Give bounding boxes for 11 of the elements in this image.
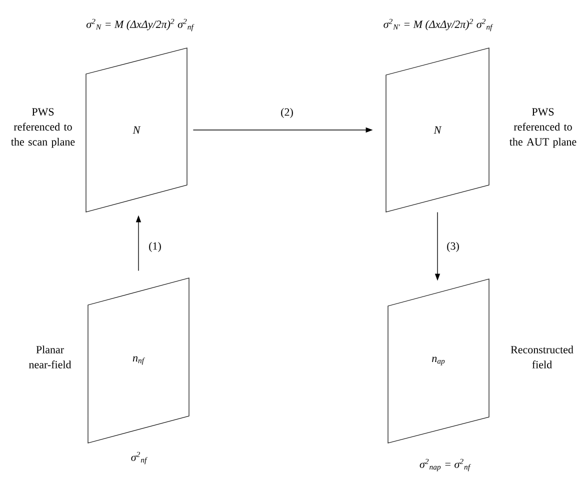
side-label: PWS referenced to the AUT plane — [510, 108, 576, 148]
parallelogram-panel: N — [386, 48, 490, 212]
parallelogram-panel: n$_{ap}$ — [388, 278, 490, 444]
side-label: Reconstructed field — [510, 346, 574, 368]
side-label: Planar near-field — [29, 346, 72, 368]
parallelogram-panel: N — [86, 48, 188, 212]
edge-label: (3) — [446, 241, 460, 253]
side-label: PWS referenced to the scan plane — [11, 108, 75, 148]
parallelogram-panel: n$_{nf}$ — [88, 278, 190, 444]
edge-label: (2) — [280, 107, 294, 119]
edge-label: (1) — [148, 241, 162, 253]
